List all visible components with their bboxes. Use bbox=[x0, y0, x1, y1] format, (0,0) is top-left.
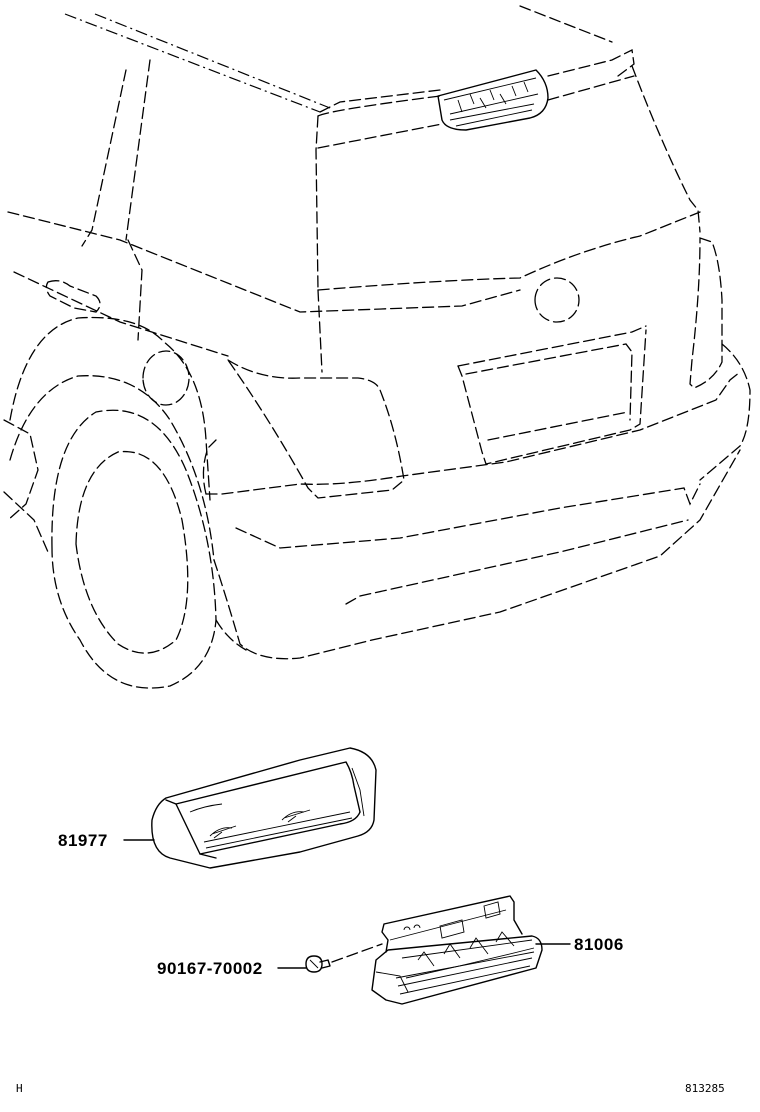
screw-90167-70002 bbox=[305, 955, 331, 973]
lamp-assy-81006 bbox=[371, 895, 543, 1005]
cover-81977 bbox=[151, 747, 377, 869]
assembly-line bbox=[331, 943, 383, 963]
installed-stop-lamp bbox=[437, 69, 549, 131]
part-number-81006: 81006 bbox=[574, 935, 624, 954]
part-number-81977: 81977 bbox=[58, 831, 108, 850]
diagram-code: 813285 bbox=[685, 1082, 725, 1095]
vehicle-outline bbox=[3, 5, 751, 689]
part-number-90167-70002: 90167-70002 bbox=[157, 959, 263, 978]
corner-left-label: H bbox=[16, 1082, 23, 1095]
